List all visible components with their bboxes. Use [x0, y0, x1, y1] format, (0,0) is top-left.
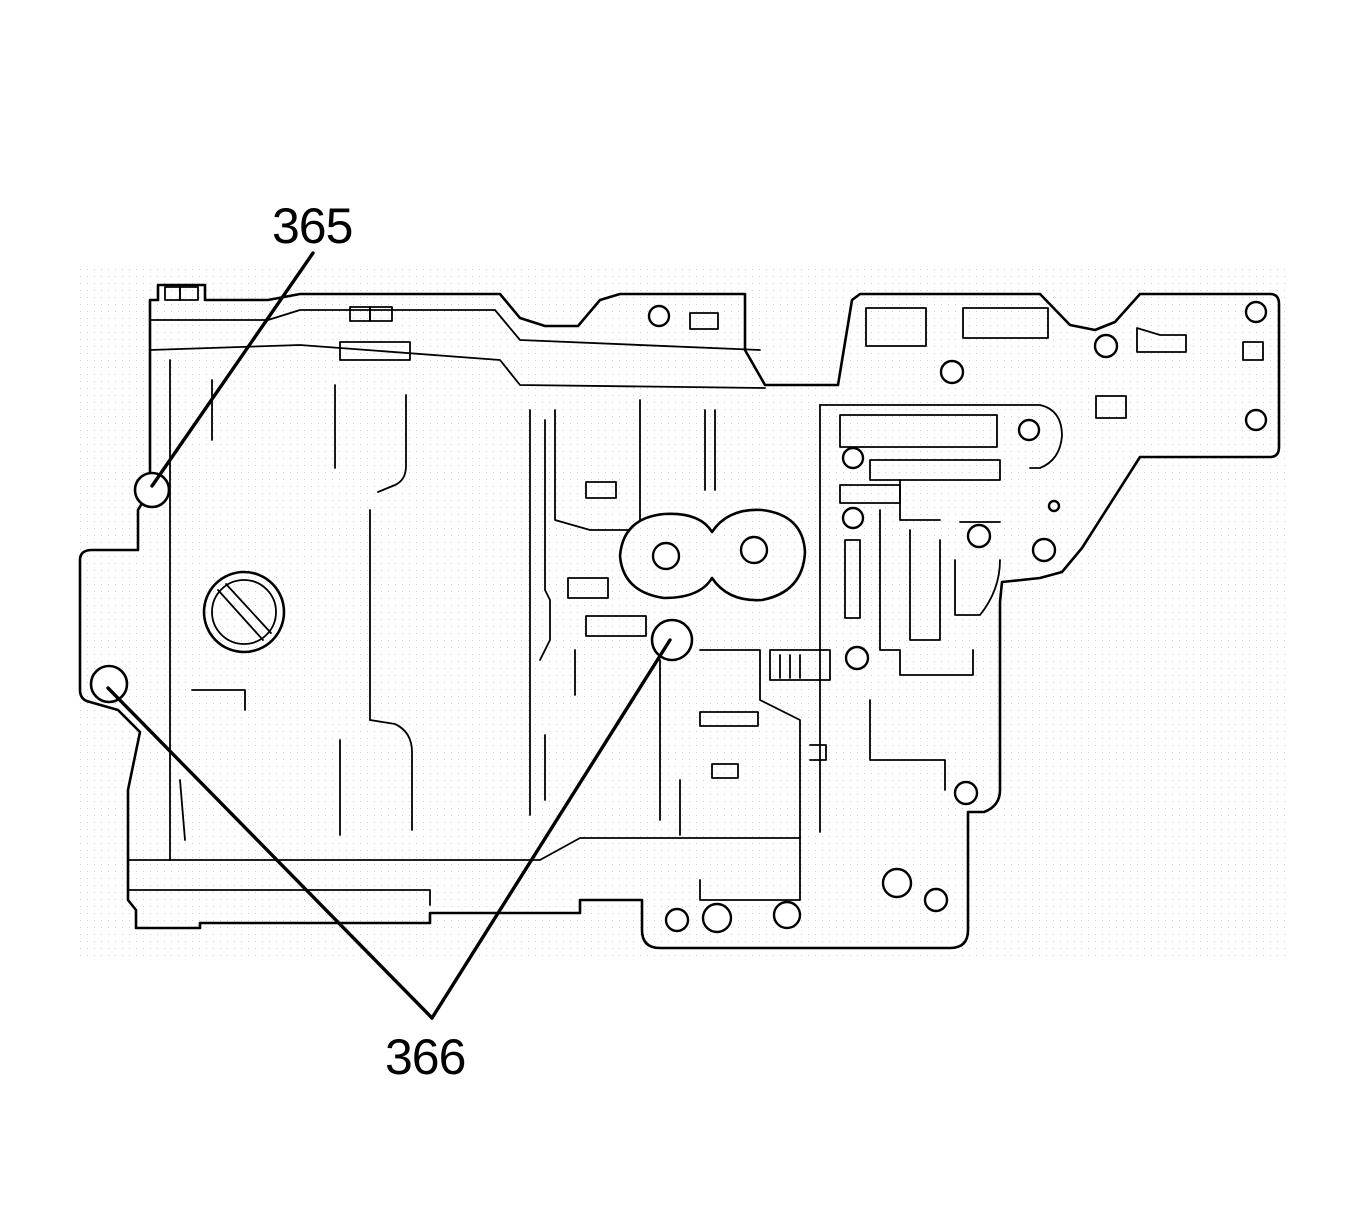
leader-366-left — [106, 686, 434, 1020]
center-channels — [529, 399, 831, 839]
cover-plate — [169, 359, 413, 861]
bolt-holes — [647, 300, 1268, 934]
leader-366-center — [430, 638, 672, 1020]
check-ball-365 — [133, 471, 171, 509]
callout-366-label: 366 — [385, 1029, 465, 1085]
top-ports — [164, 286, 1264, 419]
leader-lines — [106, 251, 672, 1020]
right-channels — [819, 404, 1063, 833]
check-ball-366-center — [650, 618, 694, 662]
leader-365 — [150, 251, 315, 488]
check-ball-366-left — [89, 664, 129, 704]
background-stipple — [80, 268, 1285, 958]
figure-eight-boss — [618, 508, 807, 602]
callout-365-label: 365 — [272, 198, 352, 254]
